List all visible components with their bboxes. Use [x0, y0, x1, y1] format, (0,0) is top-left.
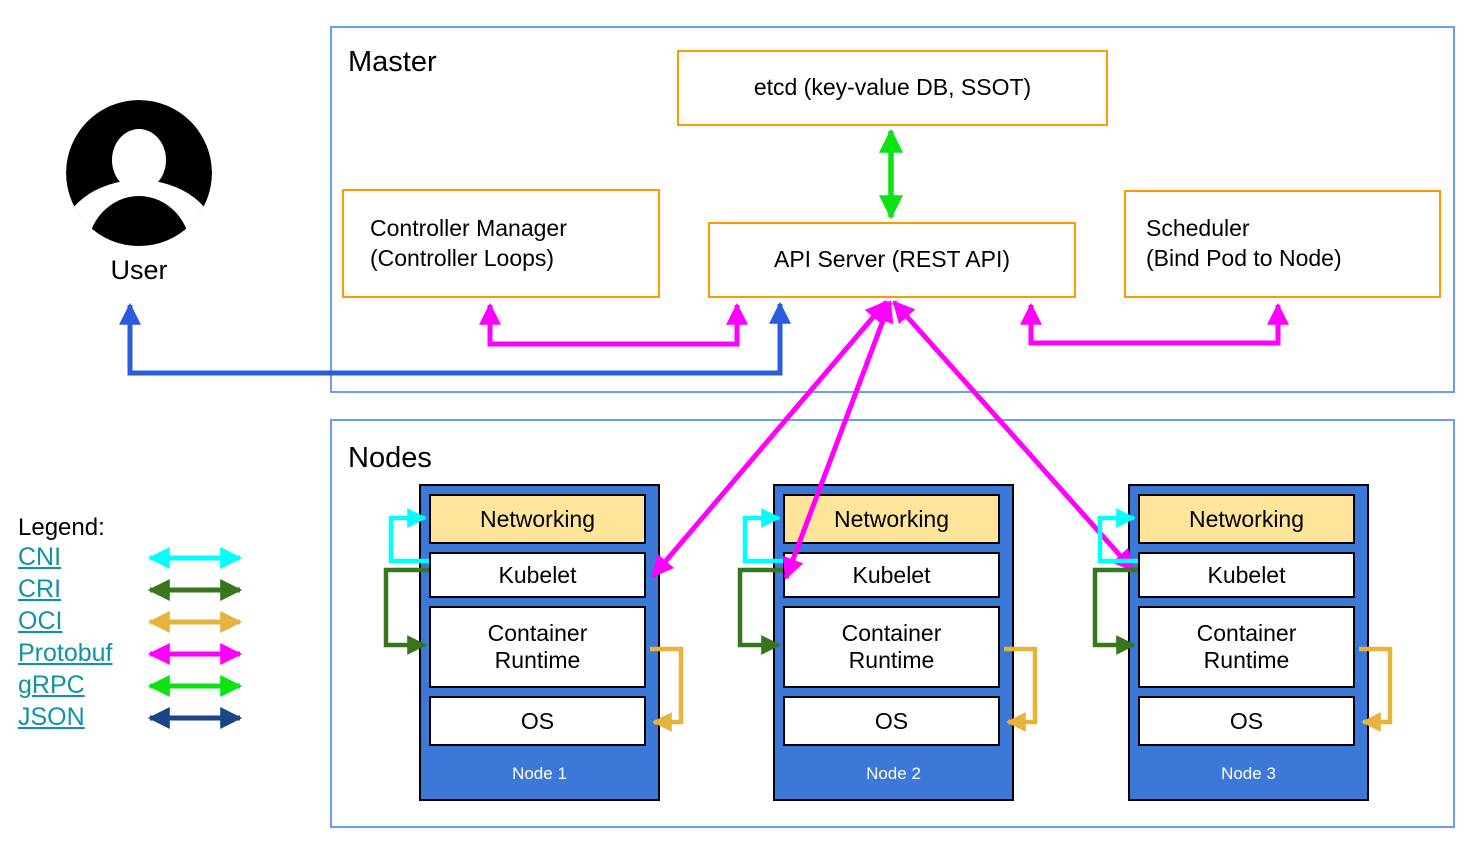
- legend-link-json[interactable]: JSON: [18, 703, 85, 731]
- node-2-kubelet-layer: Kubelet: [783, 552, 1000, 598]
- node-3-os-layer: OS: [1138, 696, 1355, 746]
- node-2-runtime-layer: Container Runtime: [783, 606, 1000, 688]
- scheduler-label-line2: (Bind Pod to Node): [1146, 245, 1342, 271]
- api-server-box: API Server (REST API): [708, 222, 1076, 298]
- node-1-kubelet-label: Kubelet: [498, 561, 577, 588]
- node-3-kubelet-layer: Kubelet: [1138, 552, 1355, 598]
- node-2-name: Node 2: [866, 764, 921, 783]
- nodes-section: Nodes Networking Kubelet Container Runti…: [330, 419, 1455, 828]
- node-2-os-layer: OS: [783, 696, 1000, 746]
- scheduler-label-line1: Scheduler: [1146, 215, 1250, 242]
- node-3-runtime-label: Container Runtime: [1196, 620, 1297, 673]
- node-3-runtime-layer: Container Runtime: [1138, 606, 1355, 688]
- node-1-kubelet-layer: Kubelet: [429, 552, 646, 598]
- node-1-os-layer: OS: [429, 696, 646, 746]
- user-label: User: [110, 255, 168, 285]
- node-1: Networking Kubelet Container Runtime OS …: [419, 484, 660, 801]
- node-2-os-label: OS: [874, 707, 909, 734]
- etcd-box: etcd (key-value DB, SSOT): [677, 50, 1108, 126]
- legend-link-grpc[interactable]: gRPC: [18, 671, 85, 699]
- controller-manager-label-line2: (Controller Loops): [370, 244, 555, 271]
- node-2-runtime-label: Container Runtime: [841, 620, 942, 673]
- node-3: Networking Kubelet Container Runtime OS …: [1128, 484, 1369, 801]
- etcd-label: etcd (key-value DB, SSOT): [753, 74, 1032, 101]
- node-3-kubelet-label: Kubelet: [1207, 561, 1286, 588]
- node-2-kubelet-label: Kubelet: [852, 561, 931, 588]
- node-3-os-label: OS: [1229, 707, 1264, 734]
- node-3-networking-label: Networking: [1188, 505, 1305, 532]
- legend-link-oci[interactable]: OCI: [18, 607, 63, 635]
- legend-title: Legend:: [18, 514, 105, 541]
- node-3-networking-layer: Networking: [1138, 494, 1355, 544]
- controller-manager-label-line1: Controller Manager: [370, 214, 567, 241]
- node-3-name: Node 3: [1221, 764, 1276, 783]
- node-1-name: Node 1: [512, 764, 567, 783]
- node-1-os-label: OS: [520, 707, 555, 734]
- controller-manager-box: Controller Manager (Controller Loops): [342, 189, 660, 298]
- legend-link-protobuf[interactable]: Protobuf: [18, 639, 113, 667]
- node-2-networking-layer: Networking: [783, 494, 1000, 544]
- node-1-runtime-layer: Container Runtime: [429, 606, 646, 688]
- node-2: Networking Kubelet Container Runtime OS …: [773, 484, 1014, 801]
- node-2-networking-label: Networking: [833, 505, 950, 532]
- node-1-networking-layer: Networking: [429, 494, 646, 544]
- nodes-title: Nodes: [348, 442, 432, 474]
- legend-link-cri[interactable]: CRI: [18, 575, 62, 603]
- api-server-label: API Server (REST API): [773, 246, 1011, 273]
- node-1-networking-label: Networking: [479, 505, 596, 532]
- master-title: Master: [348, 46, 437, 78]
- legend-link-cni[interactable]: CNI: [18, 543, 62, 571]
- master-section: Master etcd (key-value DB, SSOT) Control…: [330, 26, 1455, 393]
- user-icon: [66, 100, 212, 246]
- scheduler-box: Scheduler (Bind Pod to Node): [1124, 190, 1441, 298]
- node-1-runtime-label: Container Runtime: [487, 620, 588, 673]
